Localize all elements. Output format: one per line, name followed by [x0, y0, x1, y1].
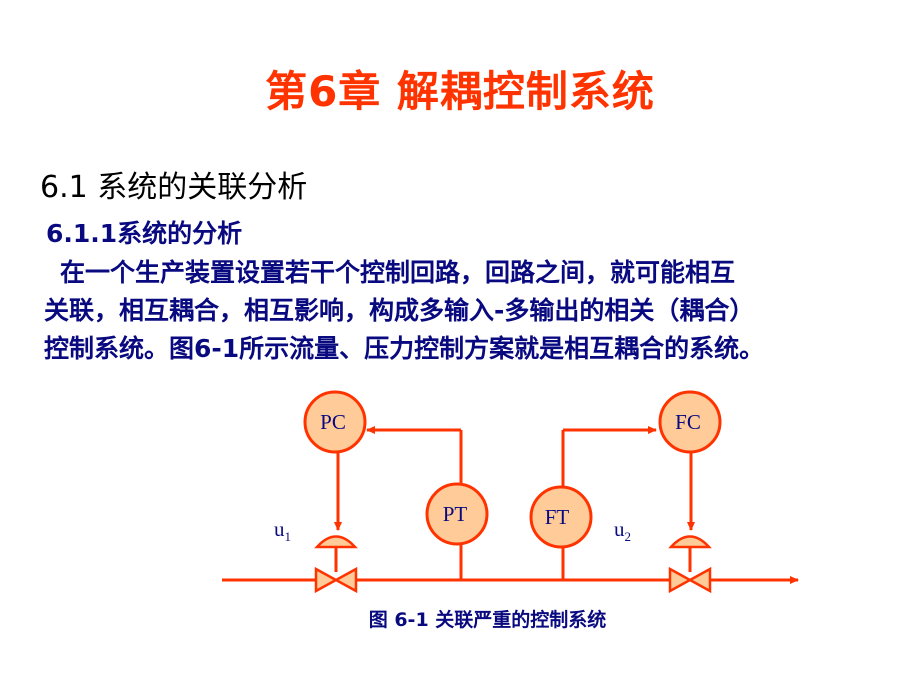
body-line-1: 在一个生产装置设置若干个控制回路，回路之间，就可能相互 [60, 258, 736, 287]
valve1-body [314, 566, 358, 594]
valve1-actuator [314, 535, 358, 549]
u1-label: u1 [274, 517, 291, 544]
fc-label: FC [675, 410, 701, 434]
body-line-2: 关联，相互耦合，相互影响，构成多输入-多输出的相关（耦合） [44, 296, 755, 325]
valve2-body [668, 566, 712, 594]
section-heading: 6.1 系统的关联分析 [40, 170, 308, 205]
body-paragraph: 在一个生产装置设置若干个控制回路，回路之间，就可能相互 关联，相互耦合，相互影响… [44, 254, 909, 368]
u2-label-base: u [614, 517, 625, 541]
u2-label-sub: 2 [625, 529, 632, 544]
valve2-actuator [668, 535, 712, 549]
slide-title: 第6章 解耦控制系统 [265, 67, 655, 116]
sub-heading: 6.1.1系统的分析 [46, 219, 243, 248]
figure-caption: 图 6-1 关联严重的控制系统 [368, 609, 607, 631]
ft-label: FT [545, 505, 570, 529]
body-line-3: 控制系统。图6-1所示流量、压力控制方案就是相互耦合的系统。 [44, 334, 765, 363]
u1-label-sub: 1 [285, 529, 292, 544]
ft-transmitter-circle [529, 485, 593, 549]
pc-label: PC [320, 410, 346, 434]
pt-transmitter-circle [425, 482, 489, 546]
u1-label-base: u [274, 517, 285, 541]
pc-controller-circle [303, 390, 367, 454]
u2-label: u2 [614, 517, 631, 544]
pt-label: PT [443, 502, 468, 526]
fc-controller-circle [658, 390, 722, 454]
